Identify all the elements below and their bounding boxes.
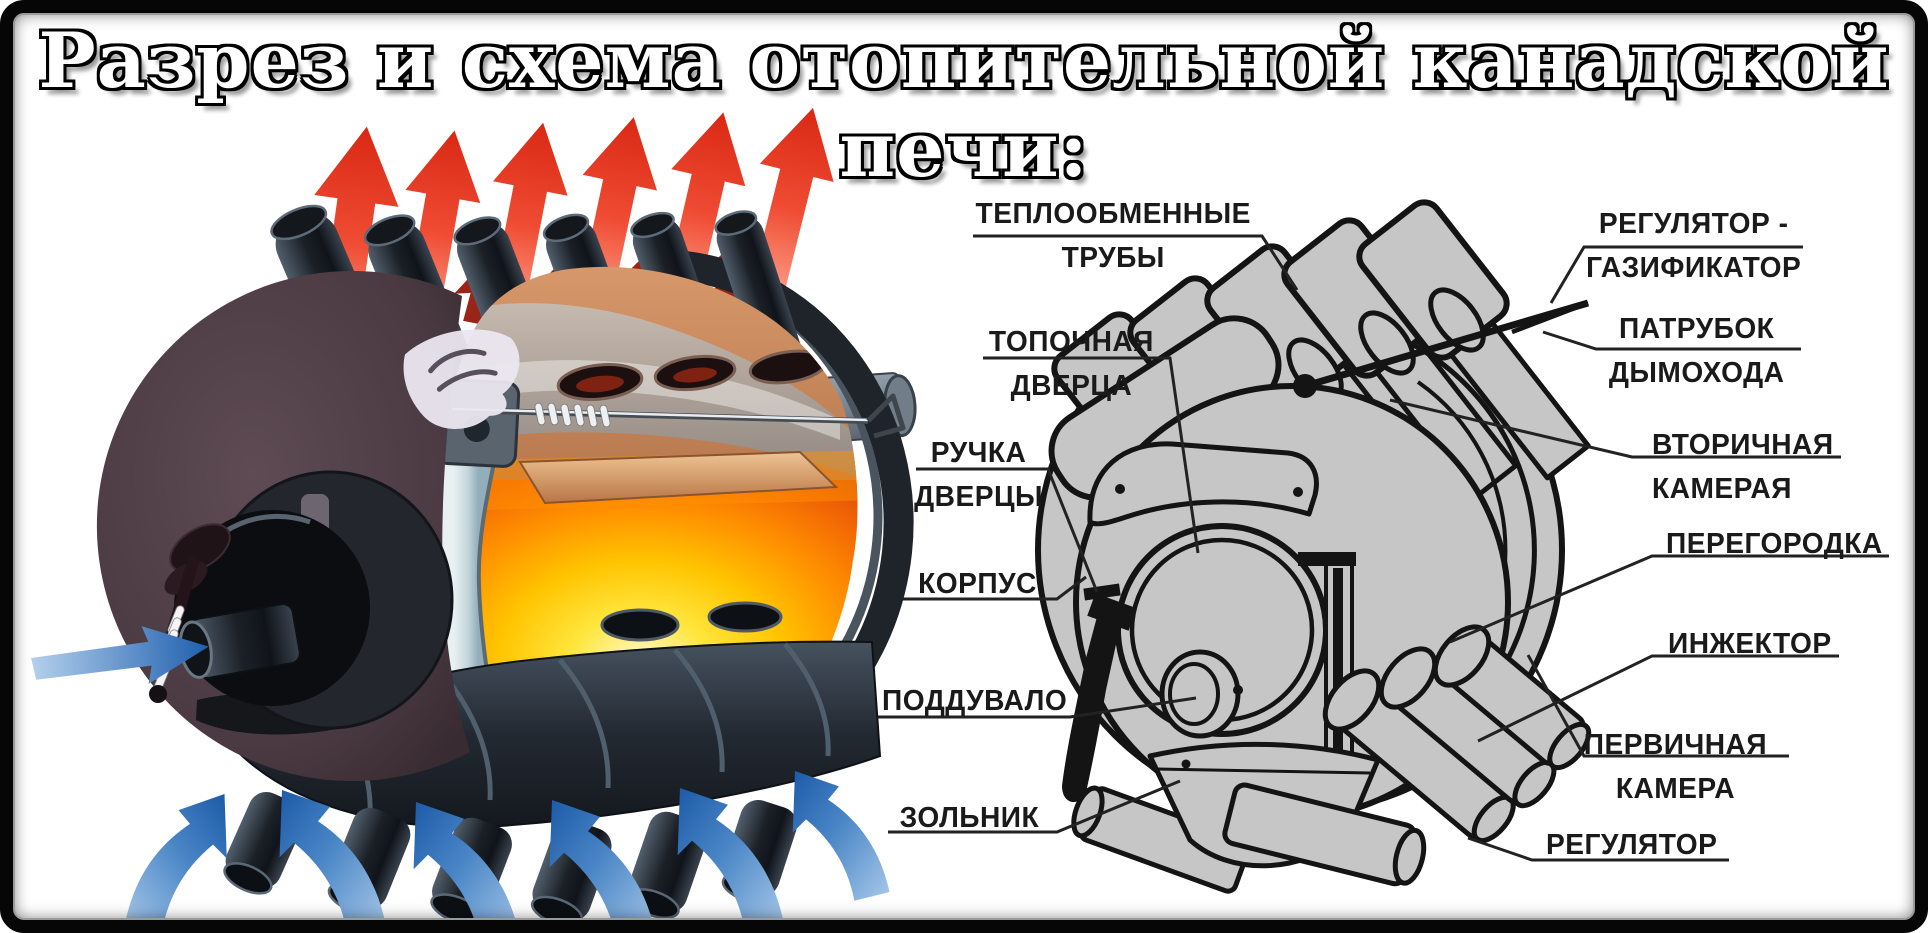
label-injector: ИНЖЕКТОР — [1668, 628, 1832, 660]
leader-body — [903, 575, 1087, 601]
ceiling-pipe-openings — [556, 349, 828, 401]
label-secondary-chamber: ВТОРИЧНАЯ КАМЕРАЯ — [1652, 429, 1834, 505]
schematic-air-blower — [1159, 649, 1243, 739]
label-partition: ПЕРЕГОРОДКА — [1666, 528, 1883, 560]
label-door-handle: РУЧКА ДВЕРЦЫ — [914, 437, 1044, 513]
label-primary-chamber: ПЕРВИЧНАЯ КАМЕРА — [1583, 729, 1768, 805]
label-regulator-gasifier: РЕГУЛЯТОР - ГАЗИФИКАТОР — [1586, 208, 1802, 284]
stove-cutaway-illustration — [31, 107, 917, 933]
leader-partition — [1449, 554, 1889, 644]
schematic-latch-bar — [1298, 552, 1356, 777]
label-regulator: РЕГУЛЯТОР — [1546, 829, 1718, 861]
label-furnace-door: ТОПОЧНАЯ ДВЕРЦА — [988, 326, 1154, 402]
damper-rod — [451, 393, 906, 439]
leader-furnace-door — [983, 356, 1200, 554]
brand-emblem — [403, 329, 520, 429]
leader-injector — [1477, 654, 1839, 743]
schematic-bottom-pipes — [1222, 624, 1592, 887]
rod-hook — [866, 393, 906, 439]
leader-door-handle — [916, 467, 1099, 593]
poster-title: Разрез и схема отопительной канадской пе… — [38, 16, 1890, 194]
leader-secondary-chamber — [1389, 398, 1841, 459]
stove-door — [149, 470, 454, 735]
label-air-blower: ПОДДУВАЛО — [882, 685, 1068, 717]
leader-regulator — [1467, 836, 1729, 862]
leader-chimney-pipe — [1542, 330, 1801, 351]
label-body: КОРПУС — [918, 568, 1037, 600]
label-leader-lines — [878, 234, 1889, 862]
leader-regulator-gasifier — [1549, 245, 1803, 304]
leader-heat-pipes — [973, 234, 1299, 291]
stove-schematic-drawing — [1035, 199, 1592, 894]
schematic-door-handle — [1062, 598, 1124, 803]
label-ash-pan: ЗОЛЬНИК — [899, 802, 1040, 834]
label-heat-exchange-pipes: ТЕПЛООБМЕННЫЕ ТРУБЫ — [975, 198, 1251, 274]
label-chimney-pipe: ПАТРУБОК ДЫМОХОДА — [1608, 313, 1785, 389]
leader-primary-chamber — [1526, 654, 1789, 758]
schematic-regulator-rod — [1293, 299, 1589, 398]
leader-ash-pan — [888, 779, 1181, 834]
schematic-bracket — [1087, 441, 1319, 527]
cold-air-arrows — [31, 626, 890, 933]
cold-air-arrow-left — [31, 626, 209, 684]
partition-shelf — [518, 450, 839, 505]
leader-air-blower — [878, 696, 1197, 719]
